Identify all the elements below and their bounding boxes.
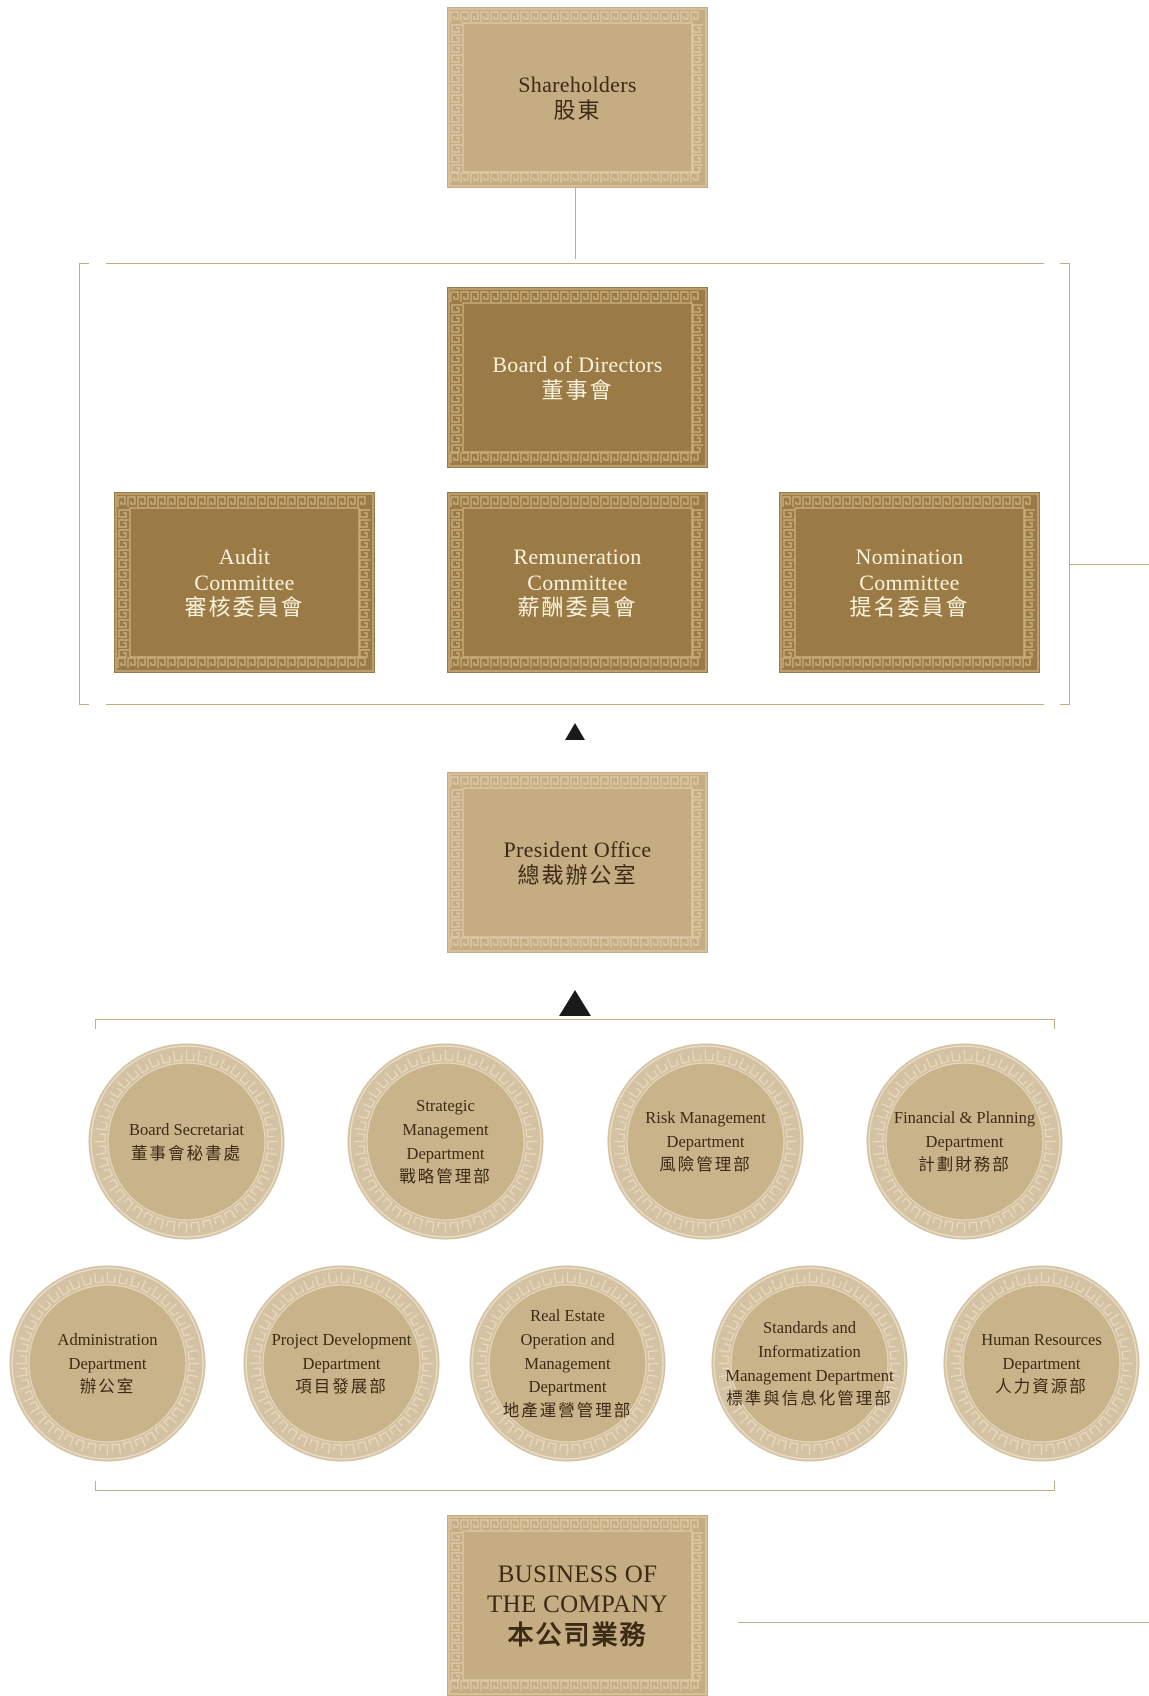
dept-zh: 戰略管理部 — [399, 1167, 492, 1187]
dept-en-line: Department — [302, 1353, 381, 1373]
business-connector — [738, 1622, 1149, 1623]
dept-en-line: Department — [666, 1131, 745, 1151]
dept-en-line: Project Development — [271, 1329, 412, 1349]
business-en-line1: BUSINESS OF — [497, 1560, 658, 1588]
dept-en-line: Standards and — [762, 1317, 857, 1337]
dept-zh: 人力資源部 — [995, 1377, 1088, 1397]
dept-en-line: Risk Management — [645, 1107, 766, 1127]
committee-en-line1: Nomination — [855, 543, 964, 569]
dept-en-line: Department — [68, 1353, 147, 1373]
committee-zh: 審核委員會 — [184, 595, 305, 621]
board-bracket-right — [1069, 263, 1070, 705]
dept-bracket-top-right-tick — [1054, 1019, 1055, 1029]
board-zh: 董事會 — [541, 377, 614, 403]
dept-zh: 地產運營管理部 — [502, 1401, 633, 1421]
dept-en-line: Human Resources — [981, 1329, 1102, 1349]
committee-en-line1: Audit — [218, 543, 271, 569]
board-bracket-bottom — [106, 704, 1044, 705]
dept-en-line: Board Secretariat — [129, 1119, 244, 1139]
shareholders-zh: 股東 — [553, 97, 602, 123]
dept-bracket-bottom — [95, 1490, 1055, 1491]
committee-zh: 提名委員會 — [849, 595, 970, 621]
president-zh: 總裁辦公室 — [517, 862, 638, 888]
dept-en-line: Management Department — [725, 1365, 894, 1385]
dept-bracket-bottom-right-tick — [1054, 1481, 1055, 1491]
shareholders-connector — [575, 187, 576, 259]
committee-en-line1: Remuneration — [513, 543, 642, 569]
dept-en-line: Strategic — [416, 1095, 475, 1115]
board-bracket-left — [79, 263, 80, 705]
president-en: President Office — [503, 836, 652, 862]
committee-en-line2: Committee — [527, 569, 628, 595]
dept-en-line: Financial & Planning — [893, 1107, 1036, 1127]
board-bracket-right-top — [1060, 263, 1070, 264]
dept-zh: 標準與信息化管理部 — [726, 1389, 893, 1409]
business-en-line2: THE COMPANY — [487, 1590, 668, 1618]
board-bracket-top — [106, 263, 1044, 264]
committee-en-line2: Committee — [194, 569, 295, 595]
nomination-committee-box: Nomination Committee 提名委員會 — [779, 492, 1040, 673]
dept-board-secretariat: Board Secretariat 董事會秘書處 — [88, 1043, 285, 1240]
board-of-directors-box: Board of Directors 董事會 — [447, 287, 708, 468]
dept-en-line: Department — [406, 1143, 485, 1163]
board-en: Board of Directors — [492, 351, 663, 377]
audit-committee-box: Audit Committee 審核委員會 — [114, 492, 375, 673]
board-bracket-left-top — [79, 263, 89, 264]
president-office-box: President Office 總裁辦公室 — [447, 772, 708, 953]
board-bracket-left-bottom — [79, 704, 89, 705]
dept-en-line: Operation and — [520, 1329, 615, 1349]
arrow-up-icon — [565, 723, 585, 740]
dept-zh: 辦公室 — [79, 1377, 136, 1397]
dept-en-line: Management — [524, 1353, 611, 1373]
board-bracket-right-tail — [1069, 564, 1149, 565]
shareholders-box: Shareholders 股東 — [447, 7, 708, 188]
dept-zh: 風險管理部 — [659, 1155, 752, 1175]
dept-en-line: Administration — [57, 1329, 158, 1349]
dept-zh: 董事會秘書處 — [131, 1143, 242, 1163]
dept-bracket-top-left-tick — [95, 1019, 96, 1029]
dept-en-line: Department — [1002, 1353, 1081, 1373]
dept-zh: 計劃財務部 — [918, 1155, 1011, 1175]
dept-en-line: Management — [402, 1119, 489, 1139]
dept-bracket-bottom-left-tick — [95, 1481, 96, 1491]
committee-zh: 薪酬委員會 — [517, 595, 638, 621]
business-of-the-company-box: BUSINESS OF THE COMPANY 本公司業務 — [447, 1515, 708, 1696]
remuneration-committee-box: Remuneration Committee 薪酬委員會 — [447, 492, 708, 673]
arrow-up-icon — [559, 990, 591, 1016]
committee-en-line2: Committee — [859, 569, 960, 595]
dept-en-line: Department — [528, 1377, 607, 1397]
dept-en-line: Real Estate — [530, 1305, 605, 1325]
dept-en-line: Informatization — [758, 1341, 861, 1361]
dept-en-line: Department — [925, 1131, 1004, 1151]
dept-bracket-top — [95, 1019, 1055, 1020]
board-bracket-right-bottom — [1060, 704, 1070, 705]
business-zh: 本公司業務 — [507, 1620, 648, 1650]
shareholders-en: Shareholders — [518, 71, 637, 97]
dept-zh: 項目發展部 — [295, 1377, 388, 1397]
